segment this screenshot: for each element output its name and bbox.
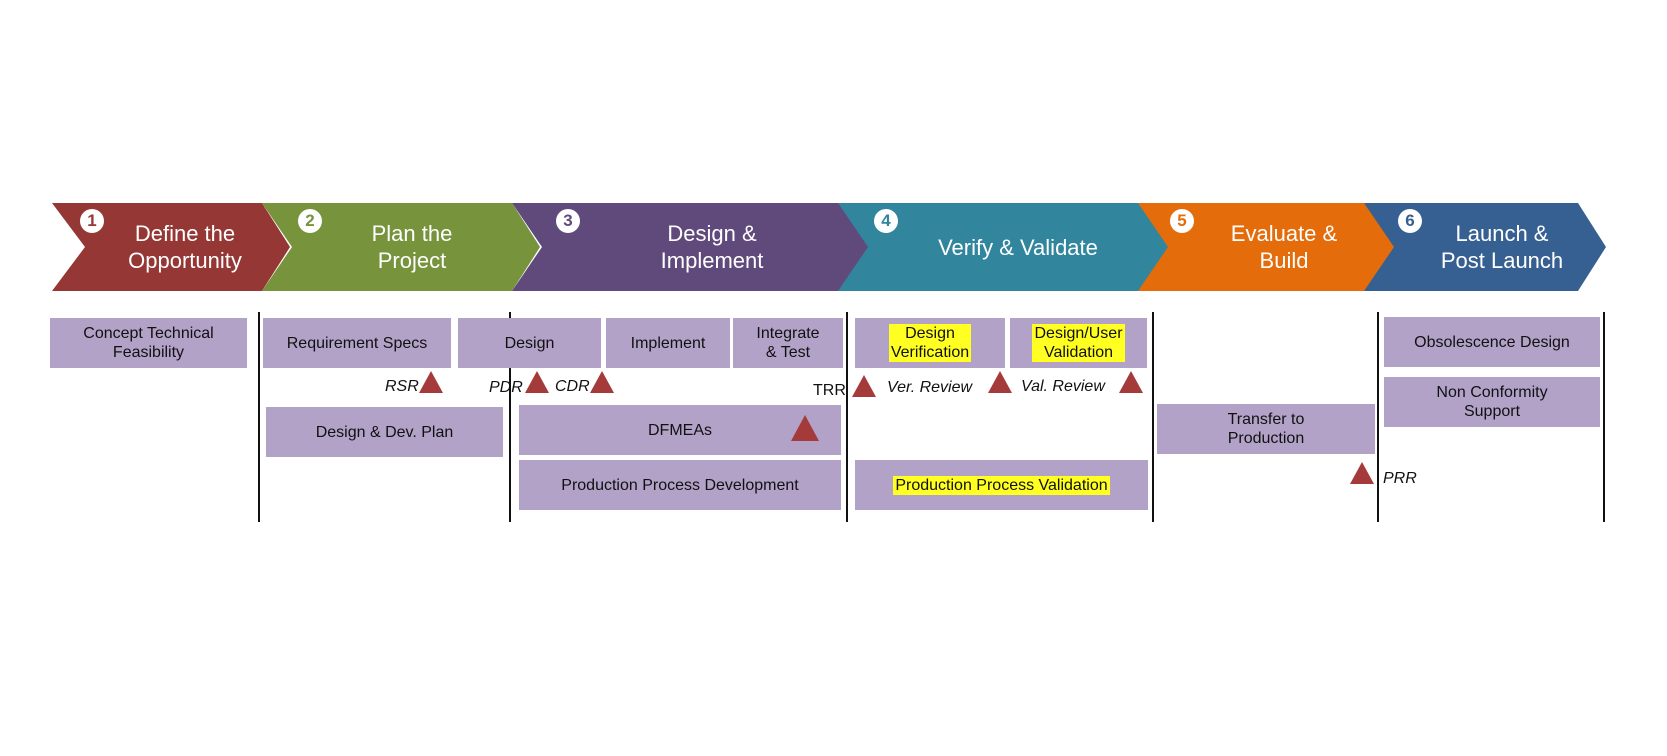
review-label-pdr: PDR <box>489 379 523 396</box>
stage-3-chevron: 3 Design & Implement <box>512 203 870 291</box>
task-transfer-to-production: Transfer to Production <box>1157 404 1375 454</box>
task-production-process-validation: Production Process Validation <box>855 460 1148 510</box>
stage-2-chevron: 2 Plan the Project <box>262 203 540 291</box>
stage-2-title: Plan the Project <box>371 221 453 273</box>
stage-1-shape <box>52 203 290 291</box>
stage-6-title: Launch & Post Launch <box>1440 221 1564 273</box>
task-design-user-validation: Design/User Validation <box>1010 318 1147 368</box>
highlight-design-user-validation: Design/User Validation <box>1032 324 1125 362</box>
task-concept-technical-feasibility: Concept Technical Feasibility <box>50 318 247 368</box>
stage-3-number: 3 <box>556 209 580 233</box>
phase-divider <box>1603 312 1605 522</box>
stage-5-chevron: 5 Evaluate & Build <box>1138 203 1396 291</box>
task-design: Design <box>458 318 601 368</box>
stage-1-title: Define the Opportunity <box>128 221 242 273</box>
stage-4-title: Verify & Validate <box>938 234 1098 260</box>
stage-2-shape <box>262 203 540 291</box>
stage-6-shape <box>1364 203 1606 291</box>
phase-divider <box>258 312 260 522</box>
stage-5-title: Evaluate & Build <box>1230 221 1338 273</box>
milestone-ver-review-icon <box>988 371 1012 393</box>
stage-1-chevron: 1 Define the Opportunity <box>52 203 290 291</box>
stage-6-chevron: 6 Launch & Post Launch <box>1364 203 1606 291</box>
review-label-trr: TRR <box>813 382 846 399</box>
task-integrate-test: Integrate & Test <box>733 318 843 368</box>
task-dfmeas: DFMEAs <box>519 405 841 455</box>
stage-3-title: Design & Implement <box>660 221 764 273</box>
milestone-cdr-icon <box>590 371 614 393</box>
review-label-prr: PRR <box>1383 470 1417 487</box>
task-design-dev-plan: Design & Dev. Plan <box>266 407 503 457</box>
milestone-dfmeas-icon <box>791 415 819 441</box>
stage-5-number: 5 <box>1170 209 1194 233</box>
highlight-production-process-validation: Production Process Validation <box>893 475 1110 495</box>
milestone-trr-icon <box>852 375 876 397</box>
task-production-process-development: Production Process Development <box>519 460 841 510</box>
phase-divider <box>1377 312 1379 522</box>
stage-4-shape <box>838 203 1170 291</box>
stage-4-number: 4 <box>874 209 898 233</box>
stage-2-number: 2 <box>298 209 322 233</box>
phase-divider <box>846 312 848 522</box>
review-label-ver-review: Ver. Review <box>887 379 973 396</box>
task-design-verification: Design Verification <box>855 318 1005 368</box>
stage-3-shape <box>512 203 870 291</box>
review-label-rsr: RSR <box>385 378 419 395</box>
stage-5-shape <box>1138 203 1396 291</box>
phase-divider <box>509 312 511 522</box>
stage-1-number: 1 <box>80 209 104 233</box>
milestone-rsr-icon <box>419 371 443 393</box>
highlight-design-verification: Design Verification <box>888 324 972 362</box>
review-label-val-review: Val. Review <box>1021 378 1105 395</box>
task-implement: Implement <box>606 318 730 368</box>
stage-4-chevron: 4 Verify & Validate <box>838 203 1170 291</box>
task-requirement-specs: Requirement Specs <box>263 318 451 368</box>
task-non-conformity-support: Non Conformity Support <box>1384 377 1600 427</box>
milestone-prr-icon <box>1350 462 1374 484</box>
milestone-val-review-icon <box>1119 371 1143 393</box>
stage-6-number: 6 <box>1398 209 1422 233</box>
milestone-pdr-icon <box>525 371 549 393</box>
review-label-cdr: CDR <box>555 378 590 395</box>
phase-divider <box>1152 312 1154 522</box>
task-obsolescence-design: Obsolescence Design <box>1384 317 1600 367</box>
